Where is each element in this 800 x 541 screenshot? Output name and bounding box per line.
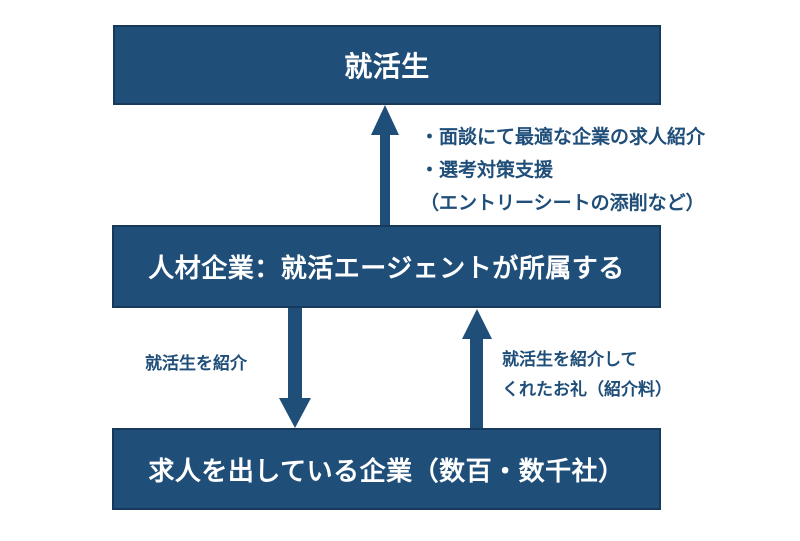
box-students: 就活生 — [113, 25, 661, 105]
annotation-line: 就活生を紹介して — [502, 350, 638, 369]
box-agency-label: 人材企業：就活エージェントが所属する — [148, 253, 625, 283]
box-employers: 求人を出している企業（数百・数千社） — [112, 428, 661, 510]
annotation-line: 就活生を紹介 — [145, 354, 247, 373]
box-employers-label: 求人を出している企業（数百・数千社） — [148, 455, 625, 486]
up-arrow-head-icon — [371, 105, 399, 135]
agency-to-employers-arrow — [279, 308, 311, 428]
agency-to-students-arrow — [371, 105, 399, 225]
agency-to-employers-annotation: 就活生を紹介 — [145, 354, 247, 374]
annotation-line: ・面談にて最適な企業の求人紹介 — [420, 127, 706, 148]
annotation-line: ・選考対策支援 — [420, 160, 554, 181]
annotation-line: （エントリーシートの添削など） — [420, 193, 705, 214]
agency-to-students-annotation: ・面談にて最適な企業の求人紹介 ・選考対策支援 （エントリーシートの添削など） — [420, 121, 705, 220]
annotation-line: くれたお礼（紹介料） — [502, 380, 672, 399]
box-students-label: 就活生 — [344, 51, 430, 82]
box-agency: 人材企業：就活エージェントが所属する — [112, 225, 661, 308]
up-arrow-head-icon — [462, 309, 492, 339]
arrow-shaft — [380, 133, 390, 225]
arrow-shaft — [470, 337, 483, 428]
arrow-shaft — [288, 308, 302, 400]
employers-to-agency-annotation: 就活生を紹介して くれたお礼（紹介料） — [502, 345, 672, 405]
employers-to-agency-arrow — [462, 309, 492, 428]
down-arrow-head-icon — [279, 398, 311, 428]
